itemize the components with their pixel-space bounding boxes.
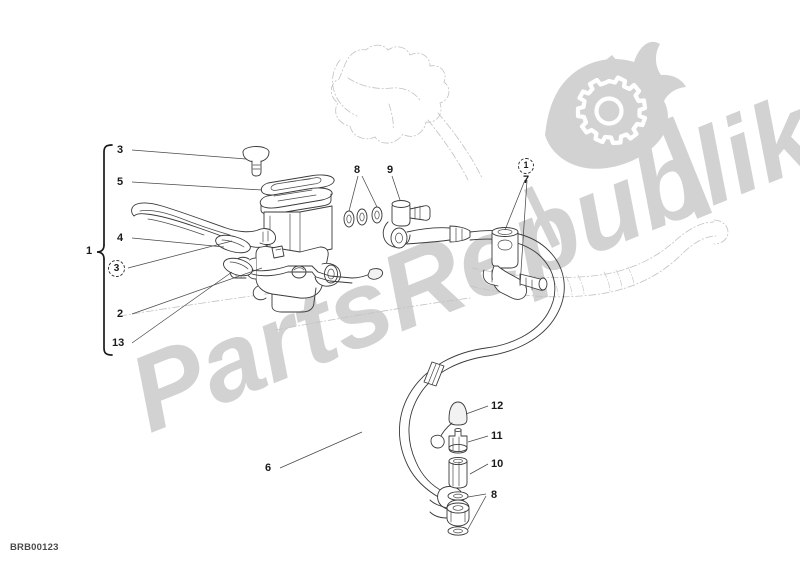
- callout-9-banjo-bolt: 9: [387, 164, 394, 176]
- spacer: [448, 456, 468, 489]
- reservoir-cover: [259, 187, 333, 215]
- handlebar-clamp-bracket: [482, 227, 548, 300]
- reservoir-cap-screw: [242, 146, 270, 177]
- callout-3-cap-screw: 3: [117, 144, 124, 156]
- callout-13-switch: 13: [112, 337, 125, 349]
- callout-6-hose: 6: [265, 462, 272, 474]
- leader-lines: [127, 149, 528, 530]
- banjo-fitting-lower: [429, 499, 470, 527]
- callout-8-washers-lower: 8: [491, 489, 498, 501]
- ghost-fairing-outline: [330, 44, 483, 181]
- callout-11-bleed-nipple: 11: [491, 430, 503, 442]
- banjo-assembly-upper: [343, 200, 471, 249]
- group-bracket: [96, 144, 113, 356]
- brake-light-switch: [223, 257, 384, 284]
- banjo-bolt-upper: [391, 200, 431, 227]
- watermark-text: PartsRepublik: [113, 69, 800, 455]
- group-bracket-label: 1: [86, 245, 93, 257]
- callout-4-lever: 4: [117, 232, 124, 244]
- callout-1-circled: 1: [518, 158, 534, 174]
- gear-flag-logo: [523, 41, 686, 248]
- figure-code: BRB00123: [10, 542, 59, 553]
- watermark-layer: PartsRepublik: [113, 69, 800, 455]
- bleed-nipple: [448, 427, 468, 454]
- callout-8-washers-upper: 8: [354, 164, 361, 176]
- lever-pivot-pin: [215, 234, 251, 254]
- callout-5-gasket: 5: [117, 176, 124, 188]
- callout-3-pivot-pin: 3: [108, 260, 125, 277]
- rubber-cap: [430, 401, 468, 449]
- sealing-washers-upper: [343, 206, 383, 228]
- callout-10-spacer: 10: [491, 458, 504, 470]
- brake-lever: [131, 202, 276, 248]
- callout-1-7-bracket: 1 7: [518, 158, 534, 187]
- sealing-washers-lower: [447, 491, 469, 536]
- callout-12-rubber-cap: 12: [491, 400, 504, 412]
- watermark-bar: [658, 116, 713, 219]
- callout-7: 7: [522, 174, 530, 186]
- callout-2-body: 2: [117, 308, 124, 320]
